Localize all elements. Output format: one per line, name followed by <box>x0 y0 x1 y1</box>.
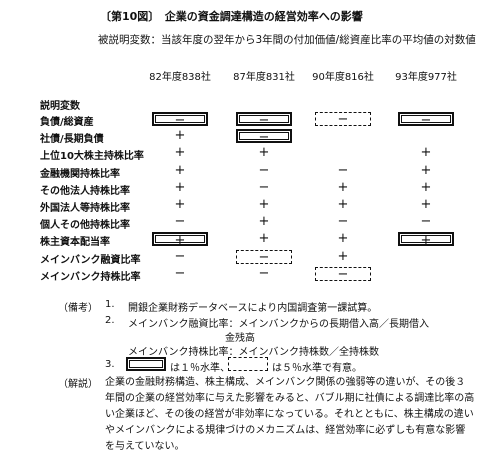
note-3-part-a: は１％水準、 <box>170 363 230 374</box>
table-cell: + <box>174 197 186 212</box>
column-header: 90年度816社 <box>312 72 374 83</box>
row-label: 外国法人等持株比率 <box>40 203 130 214</box>
table-cell: − <box>315 266 371 281</box>
column-header: 93年度977社 <box>395 72 457 83</box>
note-2-line-3: メインバンク持株比率：メインバンク持株数／全持株数 <box>128 347 379 358</box>
table-cell: + <box>398 232 454 248</box>
table-cell: + <box>258 145 270 161</box>
table-cell: + <box>420 179 432 195</box>
row-label: 個人その他持株比率 <box>40 220 130 232</box>
table-cell: + <box>420 197 432 212</box>
table-cell: − <box>236 129 292 145</box>
row-label: 株主資本配当率 <box>40 237 110 249</box>
table-cell: + <box>258 231 270 247</box>
table-cell: − <box>174 248 186 264</box>
notes-label: （備考） <box>58 303 98 314</box>
table-cell <box>398 250 454 264</box>
explanation-text: 企業の金融財務構造、株主構成、メインバンク関係の強弱等の違いが、その後３年間の企… <box>105 377 475 452</box>
row-label: 金融機関持株比率 <box>40 168 120 180</box>
note-2-line-1: メインバンク融資比率：メインバンクからの長期借入高／長期借入 <box>128 319 429 330</box>
table-cell: − <box>337 214 349 230</box>
note-2-number: 2. <box>105 315 115 326</box>
table-cell: − <box>236 249 292 264</box>
table-cell: + <box>258 197 270 212</box>
table-cell: + <box>258 214 270 230</box>
figure-title: 〔第10図〕 企業の資金調達構造の経営効率への影響 <box>100 10 363 23</box>
explanatory-header: 説明変数 <box>40 101 80 112</box>
note-3-number: 3. <box>105 359 115 370</box>
table-cell: − <box>174 214 186 230</box>
row-label: メインバンク持株比率 <box>40 271 141 283</box>
row-label: メインバンク融資比率 <box>40 254 141 266</box>
table-cell: + <box>337 197 349 212</box>
table-cell: + <box>174 145 186 161</box>
table-cell: + <box>174 128 186 144</box>
table-cell: − <box>258 265 270 281</box>
note-1: 開銀企業財務データベースにより内国調査第一課試算。 <box>128 303 378 314</box>
table-cell: − <box>398 112 454 128</box>
table-cell <box>315 129 371 143</box>
column-header: 82年度838社 <box>149 72 211 83</box>
legend-dashed-box <box>228 357 268 371</box>
table-cell: − <box>337 162 349 178</box>
table-cell: − <box>315 112 371 127</box>
column-header: 87年度831社 <box>233 72 295 83</box>
table-cell: + <box>174 179 186 195</box>
table-cell: + <box>420 145 432 161</box>
explanation-label: （解説） <box>58 379 98 390</box>
row-label: その他法人持株比率 <box>40 185 130 197</box>
row-label: 負債/総資産 <box>40 117 94 128</box>
table-cell: − <box>174 265 186 281</box>
table-cell: + <box>337 248 349 264</box>
legend-solid-box <box>126 357 166 371</box>
table-cell: − <box>236 112 292 128</box>
table-cell <box>398 129 454 143</box>
note-2-line-2: 金残高 <box>225 333 255 344</box>
table-cell: − <box>152 112 208 128</box>
row-label: 上位10大株主持株比率 <box>40 151 144 163</box>
table-cell: + <box>420 162 432 178</box>
table-cell <box>398 267 454 281</box>
note-3-part-b: は５％水準で有意。 <box>272 363 362 374</box>
table-cell: − <box>258 179 270 195</box>
table-cell: − <box>258 162 270 178</box>
figure-subtitle: 被説明変数：当該年度の翌年から3年間の付加価値/総資産比率の平均値の対数値 <box>98 34 476 46</box>
table-cell: − <box>420 214 432 230</box>
table-cell: + <box>152 232 208 248</box>
table-cell <box>315 146 371 160</box>
row-label: 社債/長期負債 <box>40 134 104 146</box>
table-cell: + <box>174 162 186 178</box>
note-1-number: 1. <box>105 299 115 310</box>
table-cell: + <box>337 231 349 247</box>
table-cell: + <box>337 179 349 195</box>
